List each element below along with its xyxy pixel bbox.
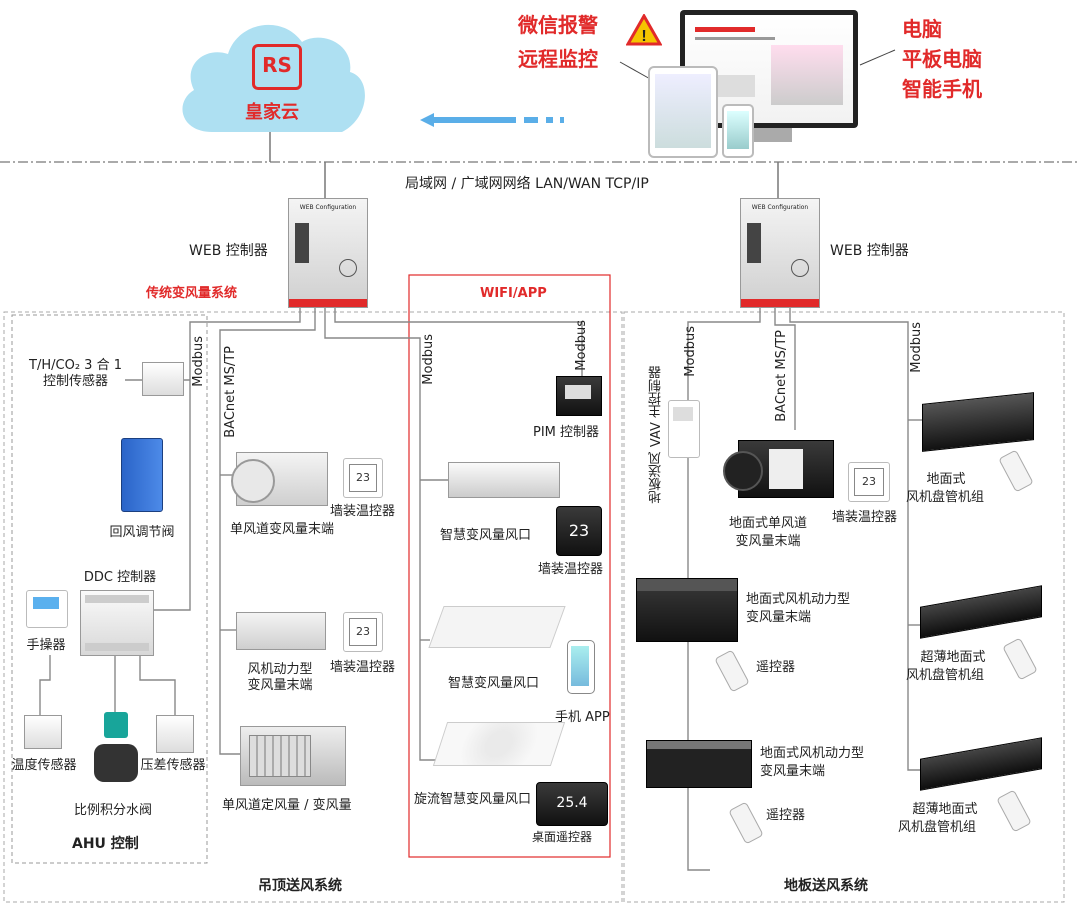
ultrathin-label-1: 超薄地面式 (920, 650, 986, 665)
protocol-modbus-floor-vav: Modbus (683, 326, 698, 377)
floor-single-vav-label-2: 变风量末端 (735, 534, 801, 549)
phone-app-device (567, 640, 595, 694)
network-label: 局域网 / 广域网网络 LAN/WAN TCP/IP (405, 176, 649, 192)
single-duct-cav-device (240, 726, 346, 786)
monitor-stand (748, 128, 792, 142)
pressure-sensor-device (156, 715, 194, 753)
floor-single-vav-device (723, 440, 834, 498)
ddc-device (80, 590, 154, 656)
floor-fanpowered-device (636, 578, 738, 642)
valve-label: 比例积分水阀 (73, 803, 152, 818)
floor-fanpowered-2-device (646, 740, 752, 788)
cloud-logo: RS (252, 44, 302, 90)
smart-vav-label: 智慧变风量风口 (440, 528, 532, 543)
pim-device (556, 376, 602, 416)
floor-fanpowered-label-1: 地面式风机动力型 (746, 592, 851, 607)
protocol-modbus-wifi: Modbus (421, 334, 436, 385)
fan-powered-device (236, 612, 326, 650)
floor-fanpowered-2-label-1: 地面式风机动力型 (760, 746, 865, 761)
section-floor: 地板送风系统 (784, 878, 868, 894)
phone-app-label: 手机 APP (555, 710, 610, 725)
protocol-modbus-ahu: Modbus (191, 336, 206, 387)
cloud-name: 皇家云 (245, 102, 299, 123)
gateway-left-label: WEB 控制器 (189, 243, 268, 259)
wifi-thermostat-device: 23 (556, 506, 602, 556)
return-damper-device (121, 438, 163, 512)
floor-remote-2-label: 遥控器 (766, 808, 806, 823)
handheld-device (26, 590, 68, 628)
ultrathin-2-label-2: 风机盘管机组 (898, 820, 977, 835)
protocol-floor-vav-master: 地板送风 VAV 主控制器 (649, 366, 664, 504)
sensor-3in1-label-2: 控制传感器 (42, 374, 108, 389)
temp-sensor-device (24, 715, 62, 749)
svg-text:!: ! (641, 28, 646, 45)
protocol-bacnet-ceiling: BACnet MS/TP (223, 346, 238, 438)
temp-sensor-label: 温度传感器 (11, 758, 77, 773)
floor-remote-label: 遥控器 (756, 660, 796, 675)
ultrathin-label-2: 风机盘管机组 (906, 668, 985, 683)
floor-thermostat-label: 墙装温控器 (832, 510, 898, 525)
alert-remote: 远程监控 (518, 47, 598, 71)
label-tablet: 平板电脑 (902, 47, 982, 71)
section-ceiling: 吊顶送风系统 (258, 878, 342, 894)
section-ahu: AHU 控制 (72, 836, 139, 852)
ddc-label: DDC 控制器 (83, 570, 157, 585)
smart-vav-device (448, 462, 560, 498)
label-computer: 电脑 (902, 17, 942, 41)
single-duct-vav-device (231, 452, 328, 506)
floor-fancoil-label-1: 地面式 (926, 472, 966, 487)
cloud-shape-icon (182, 24, 365, 133)
cloud: RS 皇家云 (172, 6, 372, 136)
floor-vav-master-device (668, 400, 700, 458)
pressure-sensor-label: 压差传感器 (140, 758, 206, 773)
protocol-modbus-fancoil: Modbus (909, 322, 924, 373)
gateway-left: WEB Configuration Gateway (288, 198, 368, 308)
fan-powered-label-2: 变风量末端 (247, 678, 313, 693)
smart-vav-2-device (428, 606, 566, 648)
section-wifi-app: WIFI/APP (480, 286, 547, 301)
sensor-3in1-device (142, 362, 184, 396)
swirl-vav-device (432, 722, 566, 766)
floor-thermostat-device: 23 (848, 462, 890, 502)
single-duct-cav-label: 单风道定风量 / 变风量 (222, 798, 352, 813)
phone-device (722, 104, 754, 158)
swirl-vav-label: 旋流智慧变风量风口 (414, 792, 532, 807)
handheld-label: 手操器 (26, 638, 66, 653)
ceiling-thermostat-2-label: 墙装温控器 (330, 660, 396, 675)
protocol-modbus-pim: Modbus (574, 320, 589, 371)
gateway-right-label: WEB 控制器 (830, 243, 909, 259)
floor-single-vav-label-1: 地面式单风道 (728, 516, 807, 531)
wifi-thermostat-label: 墙装温控器 (538, 562, 604, 577)
ceiling-thermostat-1: 23 (343, 458, 383, 498)
alert-wechat: 微信报警 (518, 13, 598, 37)
single-duct-vav-label: 单风道变风量末端 (230, 522, 335, 537)
desktop-remote-label: 桌面遥控器 (532, 830, 593, 844)
ceiling-thermostat-1-label: 墙装温控器 (330, 504, 396, 519)
protocol-bacnet-floor: BACnet MS/TP (774, 330, 789, 422)
ceiling-thermostat-2: 23 (343, 612, 383, 652)
ultrathin-2-label-1: 超薄地面式 (912, 802, 978, 817)
fan-powered-label-1: 风机动力型 (247, 662, 313, 677)
pim-label: PIM 控制器 (533, 425, 600, 440)
floor-fanpowered-2-label-2: 变风量末端 (760, 764, 826, 779)
warning-triangle-icon: ! (625, 12, 663, 50)
smart-vav-2-label: 智慧变风量风口 (448, 676, 540, 691)
valve-device (90, 712, 142, 788)
sensor-3in1-label-1: T/H/CO₂ 3 合 1 (29, 358, 122, 373)
return-damper-label: 回风调节阀 (109, 525, 175, 540)
desktop-remote-device: 25.4 (536, 782, 608, 826)
tablet-device (648, 66, 718, 158)
data-flow-arrow (420, 112, 570, 132)
floor-fancoil-label-2: 风机盘管机组 (906, 490, 985, 505)
gateway-right: WEB Configuration Gateway (740, 198, 820, 308)
floor-fanpowered-label-2: 变风量末端 (746, 610, 812, 625)
label-smartphone: 智能手机 (902, 77, 982, 101)
section-traditional: 传统变风量系统 (146, 286, 238, 301)
